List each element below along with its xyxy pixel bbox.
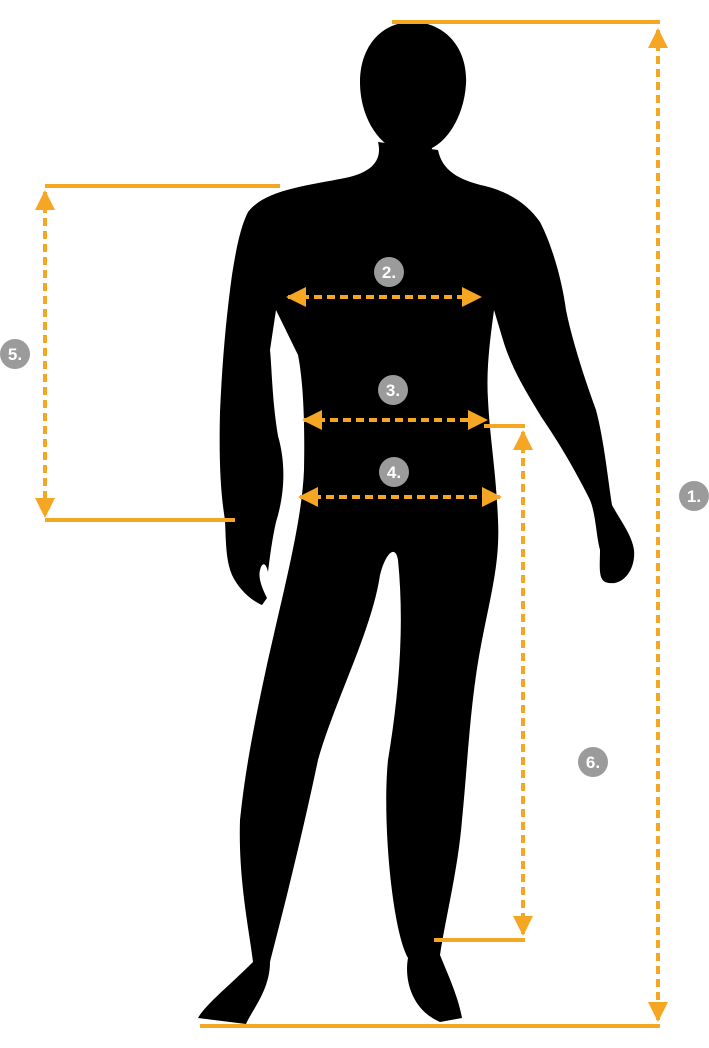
badge-inseam-label: 6.	[586, 753, 600, 772]
badge-hips-label: 4.	[387, 463, 401, 482]
badge-chest: 2.	[374, 257, 404, 287]
measurement-badges: 1. 2. 3. 4. 5. 6.	[0, 257, 709, 777]
human-body-silhouette-icon	[198, 22, 635, 1024]
badge-height: 1.	[679, 481, 709, 511]
badge-waist-label: 3.	[386, 381, 400, 400]
badge-chest-label: 2.	[382, 263, 396, 282]
measurement-lines	[35, 20, 668, 1028]
badge-height-label: 1.	[687, 487, 701, 506]
badge-waist: 3.	[378, 375, 408, 405]
badge-inseam: 6.	[578, 747, 608, 777]
badge-torso-length-label: 5.	[8, 345, 22, 364]
badge-torso-length: 5.	[0, 339, 30, 369]
badge-hips: 4.	[379, 457, 409, 487]
